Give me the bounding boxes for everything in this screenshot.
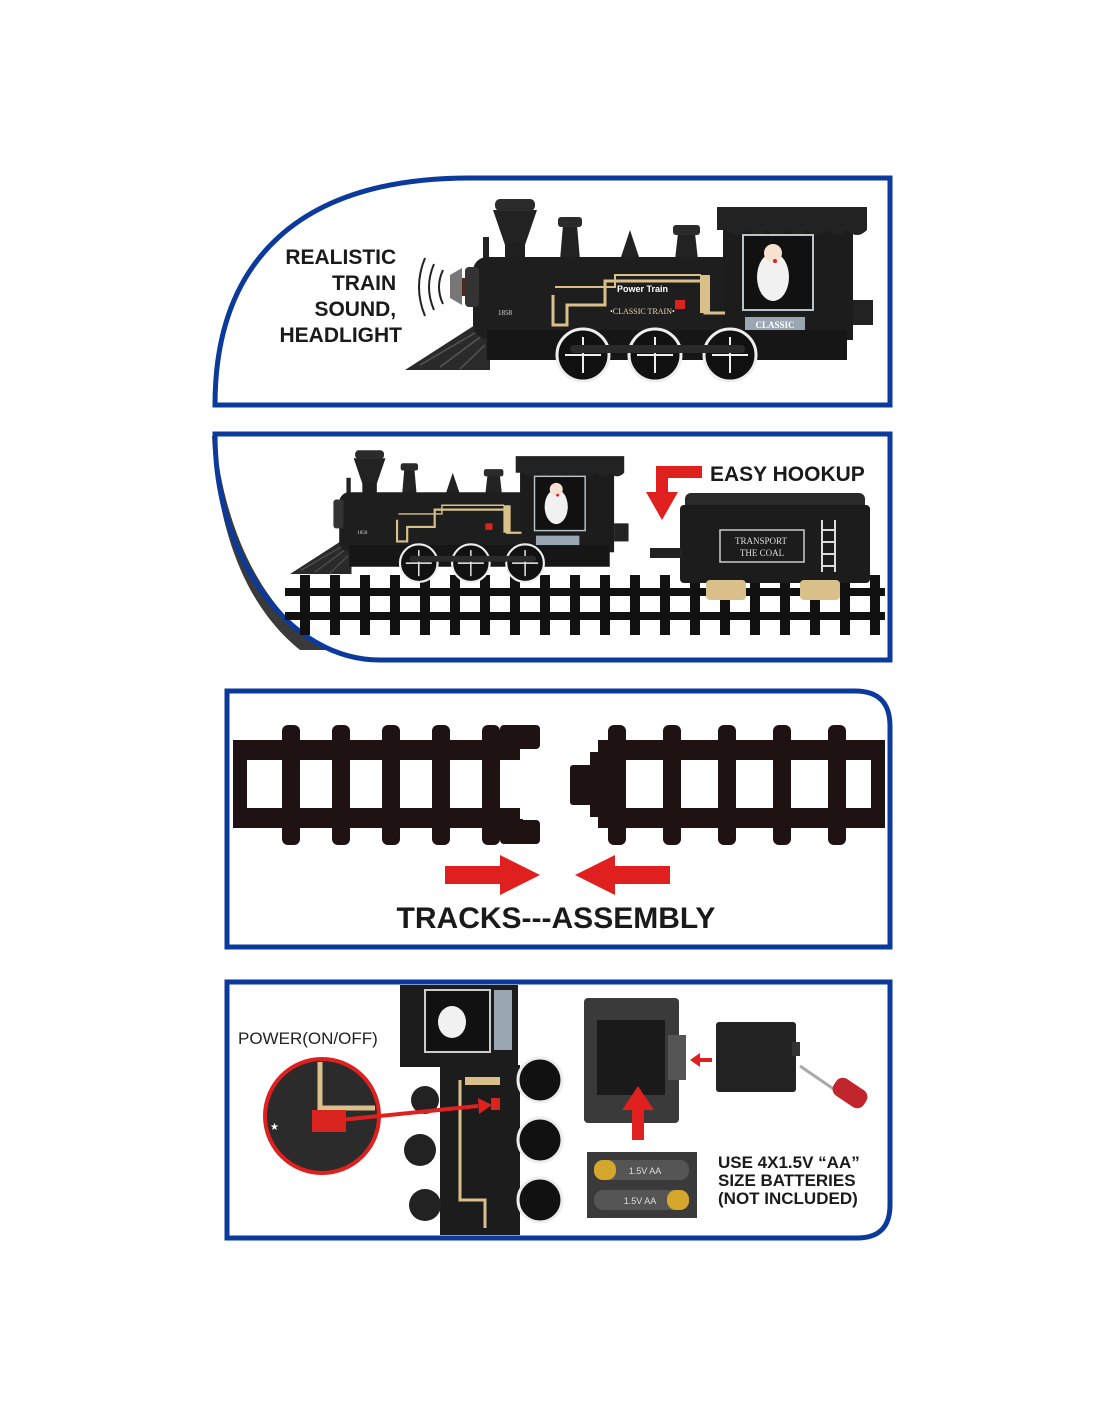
coal-tender-image: TRANSPORT THE COAL (650, 493, 870, 600)
svg-text:USE 4X1.5V “AA” SIZE BAT: USE 4X1.5V “AA” SIZE BATTERIES (NOT INCL… (718, 1153, 864, 1208)
tender-text: TRANSPORT (735, 536, 787, 546)
feature-line: REALISTIC (285, 246, 396, 269)
svg-text:TRANSPORT THE COAL: TRANSPORT THE COAL (735, 536, 789, 558)
feature-line: SOUND, (314, 298, 396, 321)
battery-note: SIZE BATTERIES (718, 1171, 856, 1190)
arrow-up-icon (622, 1086, 654, 1140)
loco-name: Power Train (617, 284, 668, 294)
arrow-left-icon (575, 855, 670, 895)
battery-cover-image (716, 1022, 800, 1092)
svg-text:REALISTIC TRAIN SO: REALISTIC TRAIN SOUND, HEADLIGHT (280, 246, 403, 347)
svg-text:★: ★ (270, 1122, 279, 1133)
feature-line: TRAIN (332, 272, 396, 295)
panel-tracks-assembly: TRACKS---ASSEMBLY (224, 688, 893, 950)
panel-sound-headlight: REALISTIC TRAIN SOUND, HEADLIGHT Power T… (212, 175, 893, 408)
track-left-image (233, 725, 540, 845)
battery-print: 1.5V AA (629, 1166, 662, 1176)
battery-compartment-image (584, 998, 686, 1123)
arrow-right-icon (445, 855, 540, 895)
panel-power-batteries: ★ POWER(ON/OFF) 1.5V AA 1.5V AA (224, 979, 893, 1241)
arrow-left-icon (690, 1053, 712, 1067)
track-image (285, 575, 885, 635)
locomotive-top-view-image (400, 985, 564, 1235)
loco-sub: •CLASSIC TRAIN• (610, 307, 675, 316)
tender-text: THE COAL (740, 548, 784, 558)
power-label: POWER(ON/OFF) (238, 1029, 378, 1048)
feature-line: HEADLIGHT (280, 324, 403, 347)
feature-label: EASY HOOKUP (710, 463, 865, 486)
battery-print: 1.5V AA (624, 1196, 657, 1206)
battery-holder-image: 1.5V AA 1.5V AA (587, 1152, 697, 1218)
track-right-image (570, 725, 885, 845)
battery-note: USE 4X1.5V “AA” (718, 1153, 860, 1172)
down-arrow-icon (646, 466, 702, 520)
battery-note: (NOT INCLUDED) (718, 1189, 858, 1208)
panel-easy-hookup: TRANSPORT THE COAL EASY HOOKUP (212, 431, 893, 663)
plate-text: CLASSIC (755, 320, 794, 330)
pointer-arrow-icon (339, 1104, 479, 1122)
assembly-caption: TRACKS---ASSEMBLY (397, 902, 716, 935)
screwdriver-icon (799, 1064, 868, 1109)
